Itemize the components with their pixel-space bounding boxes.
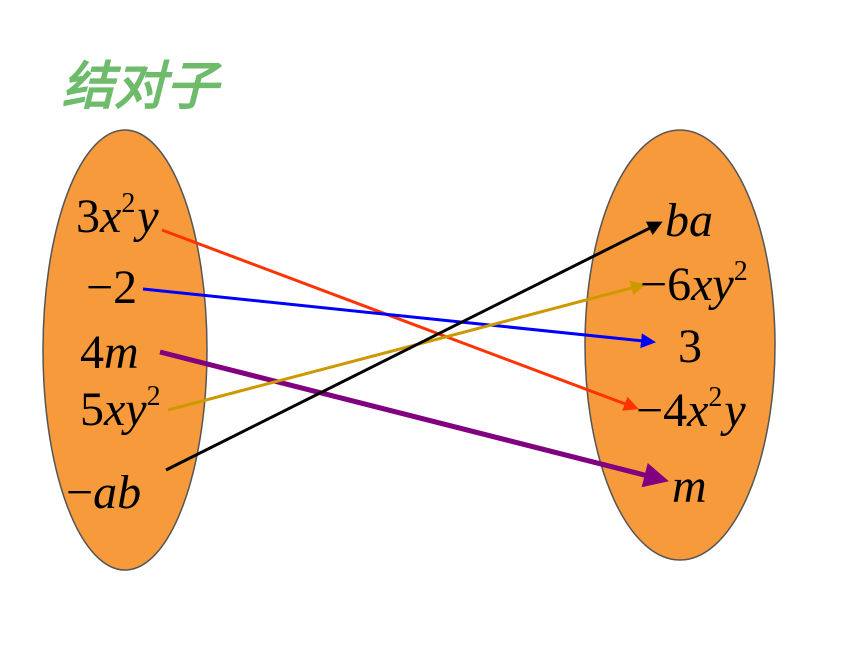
right-term-4: m	[672, 460, 707, 513]
left-term-0-vars: x	[99, 190, 121, 243]
left-term-2-coef: 4	[80, 326, 104, 379]
right-term-4-vars: m	[672, 460, 707, 513]
connection-arrow-1	[142, 287, 656, 349]
connection-arrow-4	[165, 221, 663, 472]
left-term-3-vars: xy	[103, 383, 147, 436]
right-term-3-tail: y	[719, 384, 746, 437]
left-term-1: −2	[86, 261, 137, 314]
left-set-oval	[42, 129, 208, 571]
left-term-0-coef: 3	[76, 190, 100, 243]
left-term-4-coef: −	[66, 466, 93, 519]
left-term-2: 4m	[80, 326, 139, 379]
left-term-1-coef: −2	[86, 261, 137, 314]
right-term-1-vars: xy	[690, 258, 734, 311]
connection-arrow-3	[167, 280, 646, 412]
left-term-3-sup: 2	[147, 381, 161, 412]
right-term-0: ba	[665, 194, 713, 247]
right-term-3: −4x2y	[636, 382, 746, 437]
right-term-2: 3	[678, 320, 702, 373]
left-term-3-coef: 5	[80, 383, 104, 436]
connection-arrow-0	[161, 228, 639, 411]
connection-lines	[142, 221, 669, 488]
right-term-0-vars: ba	[665, 194, 713, 247]
right-term-3-vars: x	[686, 384, 708, 437]
right-term-3-coef: −4	[636, 384, 687, 437]
left-term-3: 5xy2	[80, 381, 161, 436]
left-term-4: −ab	[66, 466, 141, 519]
left-term-0-tail: y	[132, 190, 159, 243]
connection-arrow-2	[159, 349, 669, 488]
left-term-4-vars: ab	[93, 466, 141, 519]
right-term-1-sup: 2	[734, 256, 748, 287]
left-term-2-vars: m	[104, 326, 139, 379]
right-term-1: −6xy2	[640, 256, 748, 311]
page-title: 结对子	[62, 57, 223, 117]
left-term-0: 3x2y	[76, 188, 159, 243]
right-term-1-coef: −6	[640, 258, 691, 311]
right-term-2-coef: 3	[678, 320, 702, 373]
right-term-3-sup: 2	[708, 382, 722, 413]
left-term-0-sup: 2	[121, 188, 135, 219]
